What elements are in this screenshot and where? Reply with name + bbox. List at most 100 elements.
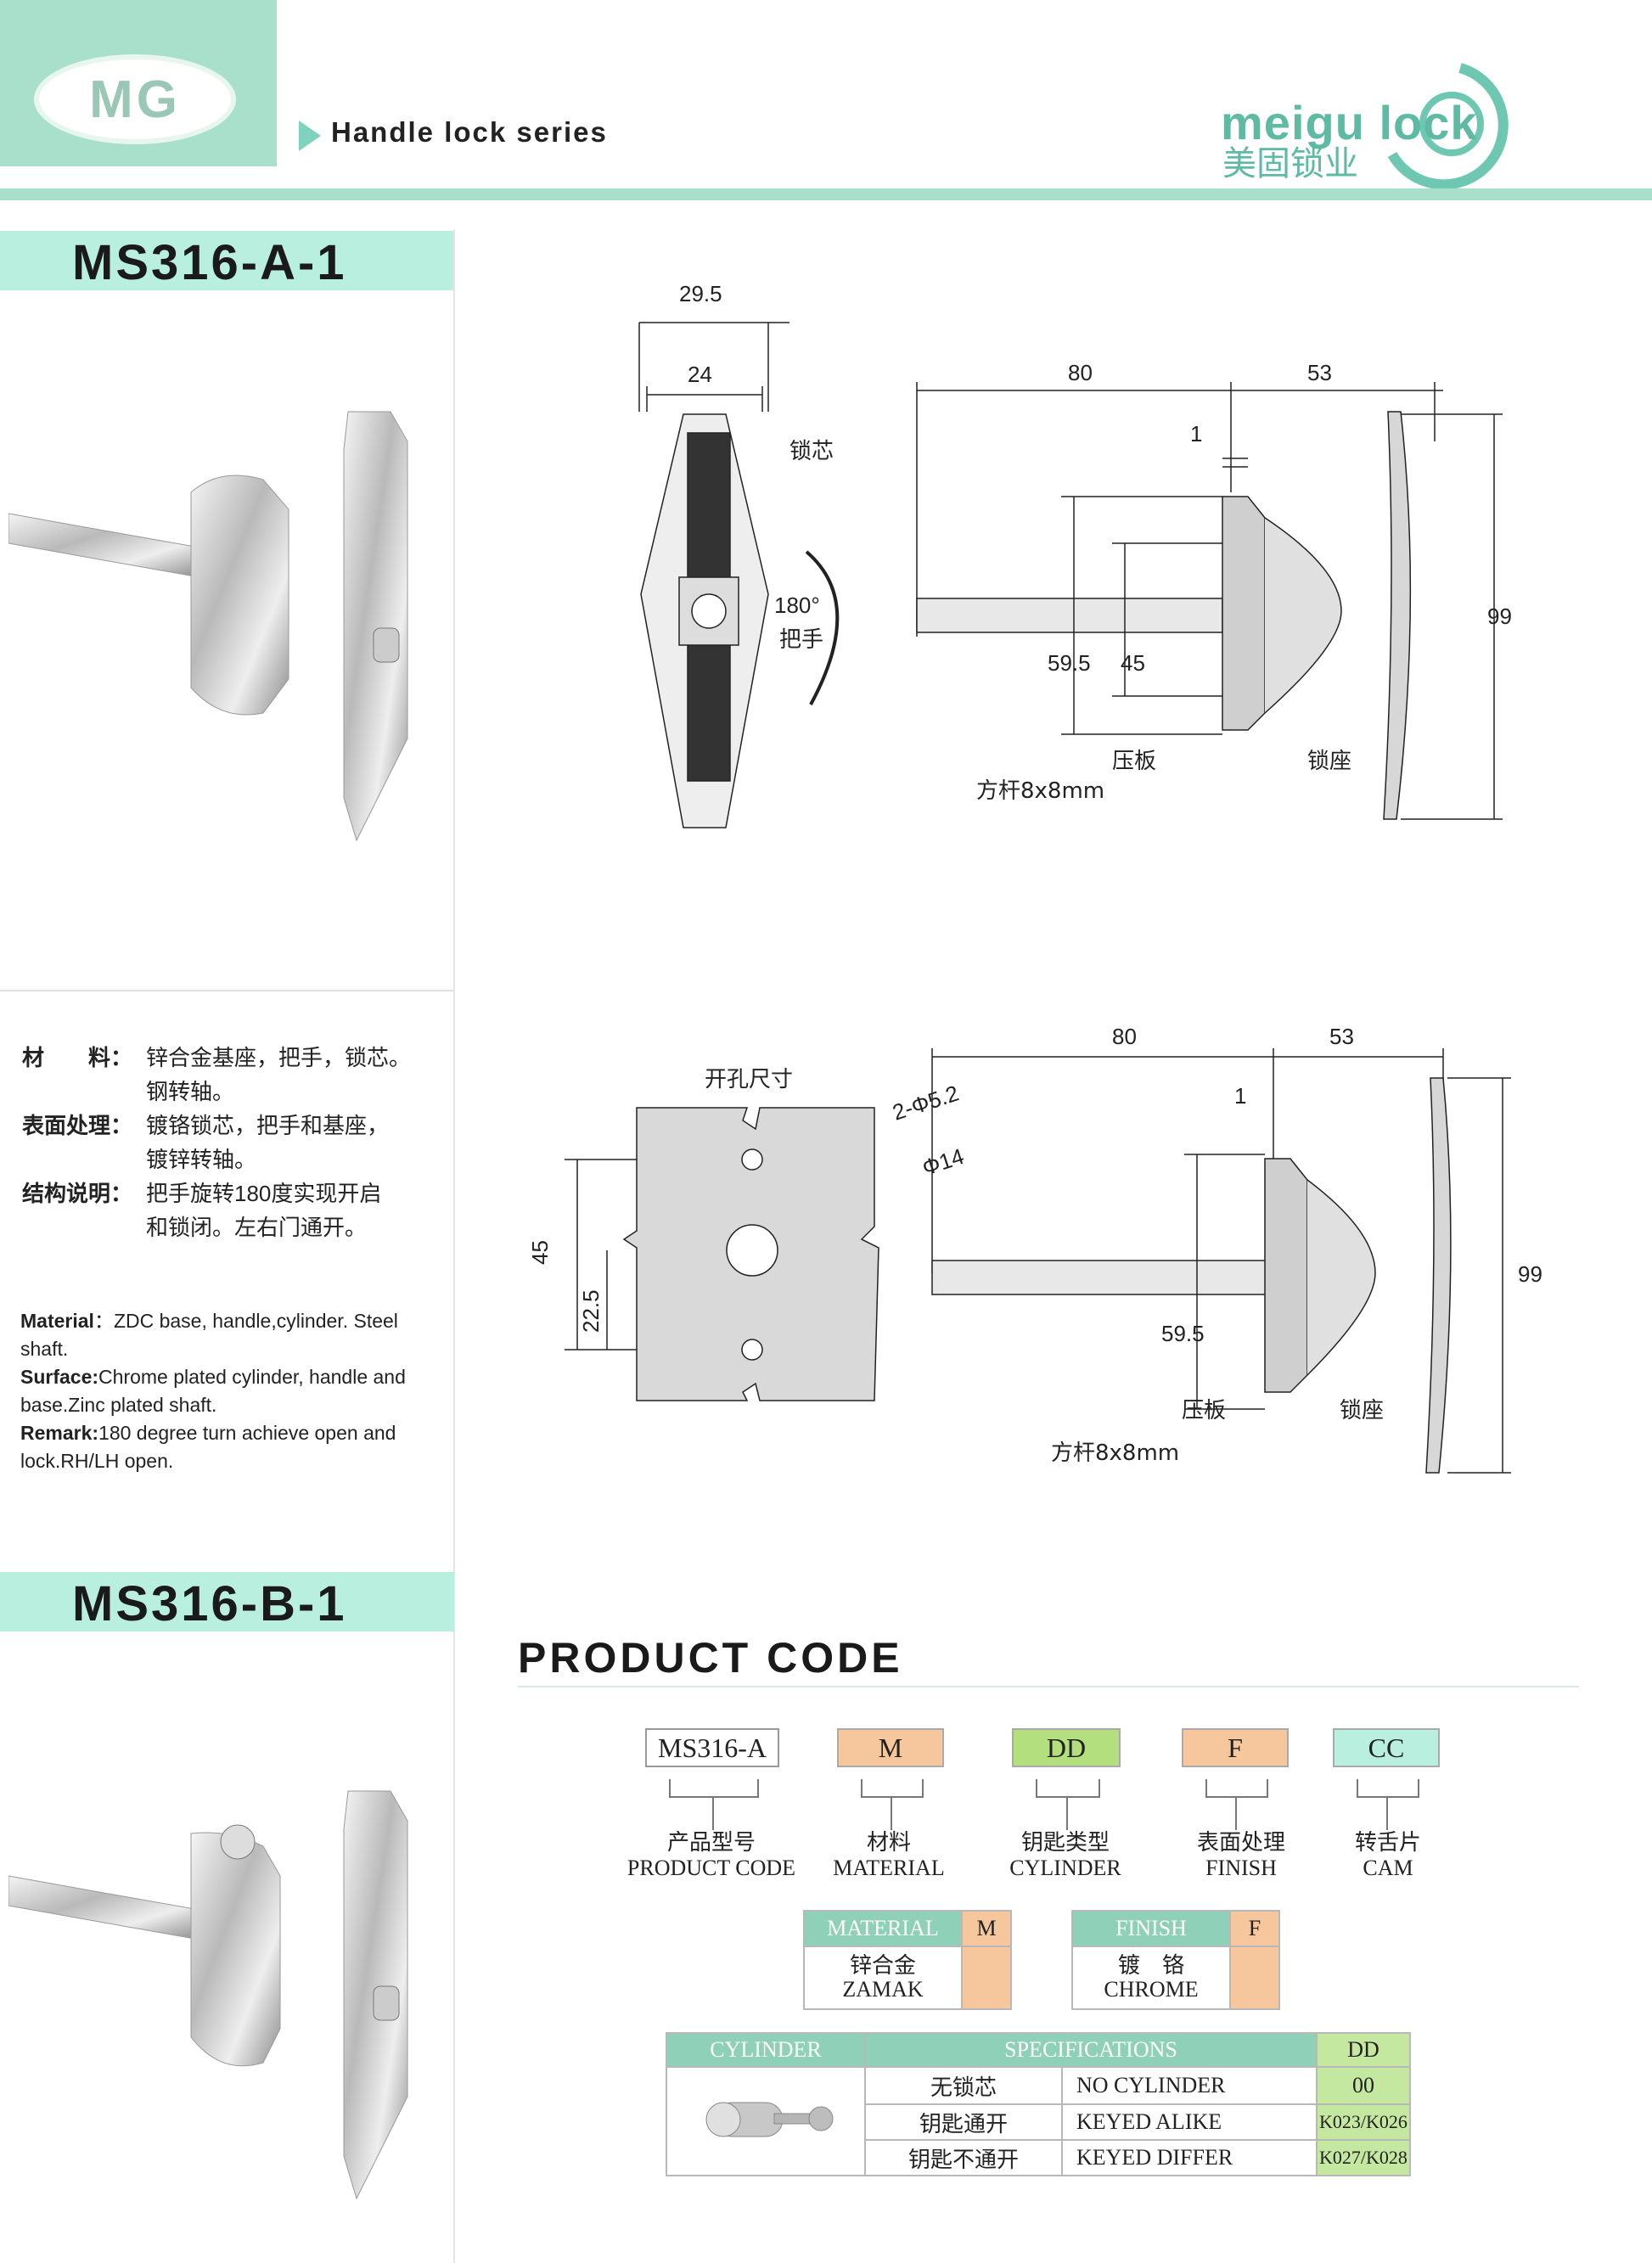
label-plate: 压板 (1112, 749, 1156, 774)
cyl-row-en: KEYED ALIKE (1061, 2103, 1318, 2141)
material-header: MATERIAL (803, 1910, 963, 1947)
material-en: ZAMAK (842, 1977, 924, 2002)
label-seat: 锁座 (1307, 749, 1351, 774)
remark-value: 180 degree turn achieve open and lock.RH… (20, 1422, 396, 1472)
surface-label: Surface: (20, 1366, 99, 1388)
label-plate: 压板 (1182, 1398, 1226, 1424)
holes-label: 2-Φ5.2 (890, 1080, 962, 1125)
spec-surface-row: 表面处理： 镀铬锁芯，把手和基座， 镀锌转轴。 (22, 1109, 411, 1176)
dim-label: 80 (1112, 1024, 1137, 1049)
cyl-row-en: KEYED DIFFER (1061, 2139, 1318, 2176)
spec-value: 镀锌转轴。 (146, 1147, 257, 1172)
code-stem (712, 1796, 714, 1830)
code-box: F (1182, 1728, 1289, 1767)
label-seat: 锁座 (1340, 1398, 1384, 1424)
brand-name: meigu lock (1221, 96, 1478, 149)
spec-value: 把手旋转180度实现开启 (146, 1181, 382, 1206)
product-title-bar (0, 231, 454, 290)
code-label-cn: 产品型号 (666, 1830, 756, 1855)
dim-label: 53 (1329, 1024, 1354, 1049)
product-title-bar (0, 1572, 454, 1631)
cyl-row-en: NO CYLINDER (1061, 2066, 1318, 2105)
spec-value: 钢转轴。 (146, 1079, 235, 1104)
play-arrow-icon (299, 121, 321, 151)
brand-swirl-icon (1387, 63, 1509, 188)
product-code-title: PRODUCT CODE (518, 1634, 903, 1682)
spec-en-block: Material：ZDC base, handle,cylinder. Stee… (20, 1307, 445, 1475)
code-stem (1235, 1796, 1237, 1830)
spec-value: 锌合金基座，把手，锁芯。 (146, 1045, 412, 1070)
cyl-row-cn: 钥匙通开 (864, 2103, 1063, 2141)
finish-header: FINISH (1071, 1910, 1231, 1947)
material-cn: 锌合金 (849, 1953, 916, 1978)
label-shaft: 方杆8x8mm (1051, 1440, 1179, 1466)
product-title-b: MS316-B-1 (72, 1576, 347, 1631)
rotation-label: 180° (774, 592, 820, 618)
brand-name-cn: 美固锁业 (1222, 145, 1358, 182)
code-stem (1386, 1796, 1388, 1830)
spec-value: 和锁闭。左右门通开。 (146, 1215, 368, 1240)
dim-label: 24 (688, 362, 712, 387)
code-label-en: PRODUCT CODE (627, 1856, 796, 1880)
code-label-cn: 表面处理 (1196, 1830, 1285, 1855)
code-bracket (1357, 1779, 1419, 1798)
finish-code: F (1229, 1910, 1280, 1947)
code-label-cn: 转舌片 (1354, 1830, 1421, 1855)
label-shaft: 方杆8x8mm (976, 778, 1104, 804)
spec-label: 材 料： (22, 1045, 133, 1070)
dim-label: 53 (1307, 360, 1332, 385)
cyl-row-code: K023/K026 (1316, 2103, 1411, 2141)
specs-header: SPECIFICATIONS (864, 2032, 1318, 2068)
cutout-title: 开孔尺寸 (705, 1067, 793, 1092)
label-cylinder: 锁芯 (789, 439, 834, 464)
spec-label: 表面处理： (22, 1113, 133, 1138)
mg-logo: MG (34, 54, 236, 144)
code-label-en: CYLINDER (1009, 1856, 1121, 1880)
center-hole-label: Φ14 (919, 1143, 968, 1181)
dim-label: 99 (1518, 1261, 1542, 1287)
cylinder-header: CYLINDER (666, 2032, 866, 2068)
finish-cn: 镀 铬 (1117, 1953, 1184, 1978)
dd-header: DD (1316, 2032, 1411, 2068)
code-bracket (861, 1779, 924, 1798)
product-title-a: MS316-A-1 (72, 235, 347, 290)
dim-label: 29.5 (679, 281, 722, 306)
dim-label: 99 (1487, 604, 1512, 629)
drawing-top: 29.5 24 锁芯 180° 把手 80 53 1 99 59.5 45 压板… (638, 281, 1512, 828)
header-divider (0, 188, 1652, 200)
label-handle: 把手 (779, 627, 823, 653)
code-box: CC (1333, 1728, 1440, 1767)
code-label-en: CAM (1363, 1856, 1413, 1880)
dim-label: 59.5 (1048, 650, 1091, 676)
code-label-cn: 材料 (866, 1830, 911, 1855)
code-bracket (1036, 1779, 1100, 1798)
material-label: Material (20, 1310, 94, 1332)
material-value: ：ZDC base, handle,cylinder. Steel shaft. (20, 1310, 398, 1360)
code-label-en: MATERIAL (833, 1856, 945, 1880)
code-box: MS316-A (645, 1728, 779, 1767)
code-box: DD (1012, 1728, 1121, 1767)
code-stem (1066, 1796, 1068, 1830)
code-bracket (669, 1779, 759, 1798)
cyl-row-cn: 无锁芯 (864, 2066, 1063, 2105)
code-label-en: FINISH (1205, 1856, 1277, 1880)
spec-value: 镀铬锁芯，把手和基座， (146, 1113, 390, 1138)
product-photo-b (8, 1790, 408, 2200)
cylinder-key-icon (705, 2102, 834, 2137)
dim-label: 80 (1068, 360, 1093, 385)
dim-label: 22.5 (578, 1289, 604, 1333)
code-box: M (837, 1728, 944, 1767)
surface-value: Chrome plated cylinder, handle and base.… (20, 1366, 406, 1416)
section-divider (0, 990, 453, 991)
code-bracket (1205, 1779, 1268, 1798)
column-divider (453, 229, 455, 2263)
code-label-cn: 钥匙类型 (1020, 1830, 1110, 1855)
spec-material-row: 材 料： 锌合金基座，把手，锁芯。钢转轴。 (22, 1041, 411, 1109)
dim-label: 45 (1121, 650, 1145, 676)
product-photo-a (8, 411, 408, 842)
spec-label: 结构说明： (22, 1181, 133, 1206)
